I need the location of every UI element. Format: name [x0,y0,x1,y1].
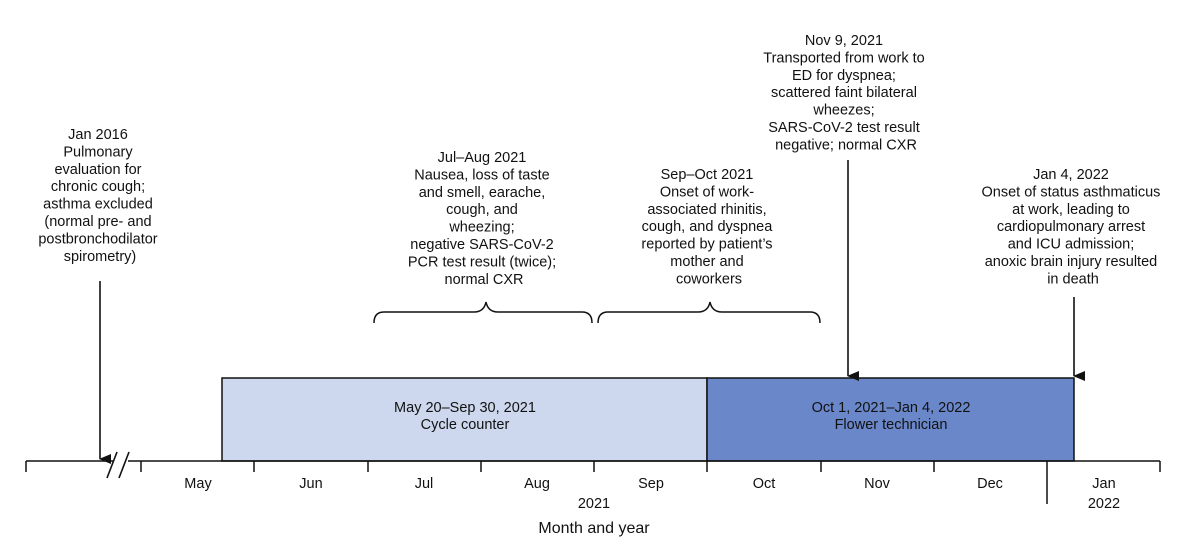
event-jan-4-2022: Jan 4, 2022 Onset of status asthmaticus … [982,167,1165,287]
event-jan-2016: Jan 2016 Pulmonary evaluation for chroni… [38,127,161,265]
year-label-2021: 2021 [578,496,610,512]
bracket-sep-oct [597,301,821,324]
month-label: May [184,476,212,492]
month-label: Oct [753,476,776,492]
period-role-label: Flower technician [835,417,948,433]
month-label: Aug [524,476,550,492]
month-label: Jan [1092,476,1115,492]
period-range-label: May 20–Sep 30, 2021 [394,400,536,416]
event-arrows [99,160,1085,464]
axis-break-icon [106,451,130,479]
month-label: Jun [299,476,322,492]
period-bars: May 20–Sep 30, 2021 Cycle counter Oct 1,… [221,377,1075,462]
period-bar-flower-technician [706,377,1075,462]
month-label: Dec [977,476,1003,492]
year-label-2022: 2022 [1088,496,1120,512]
event-sep-oct-2021: Sep–Oct 2021 Onset of work- associated r… [641,167,776,287]
event-annotations: Jan 2016 Pulmonary evaluation for chroni… [38,33,1165,288]
bracket-jul-aug [373,301,593,324]
event-nov-9-2021: Nov 9, 2021 Transported from work to ED … [763,33,928,153]
axis-title: Month and year [538,520,650,537]
month-label: Jul [415,476,434,492]
time-axis: May Jun Jul Aug Sep Oct Nov Dec Jan 2021… [25,451,1161,537]
month-label: Nov [864,476,891,492]
event-jul-aug-2021: Jul–Aug 2021 Nausea, loss of taste and s… [408,150,560,288]
period-bar-cycle-counter [221,377,708,462]
period-range-label: Oct 1, 2021–Jan 4, 2022 [812,400,971,416]
period-role-label: Cycle counter [421,417,510,433]
month-label: Sep [638,476,664,492]
